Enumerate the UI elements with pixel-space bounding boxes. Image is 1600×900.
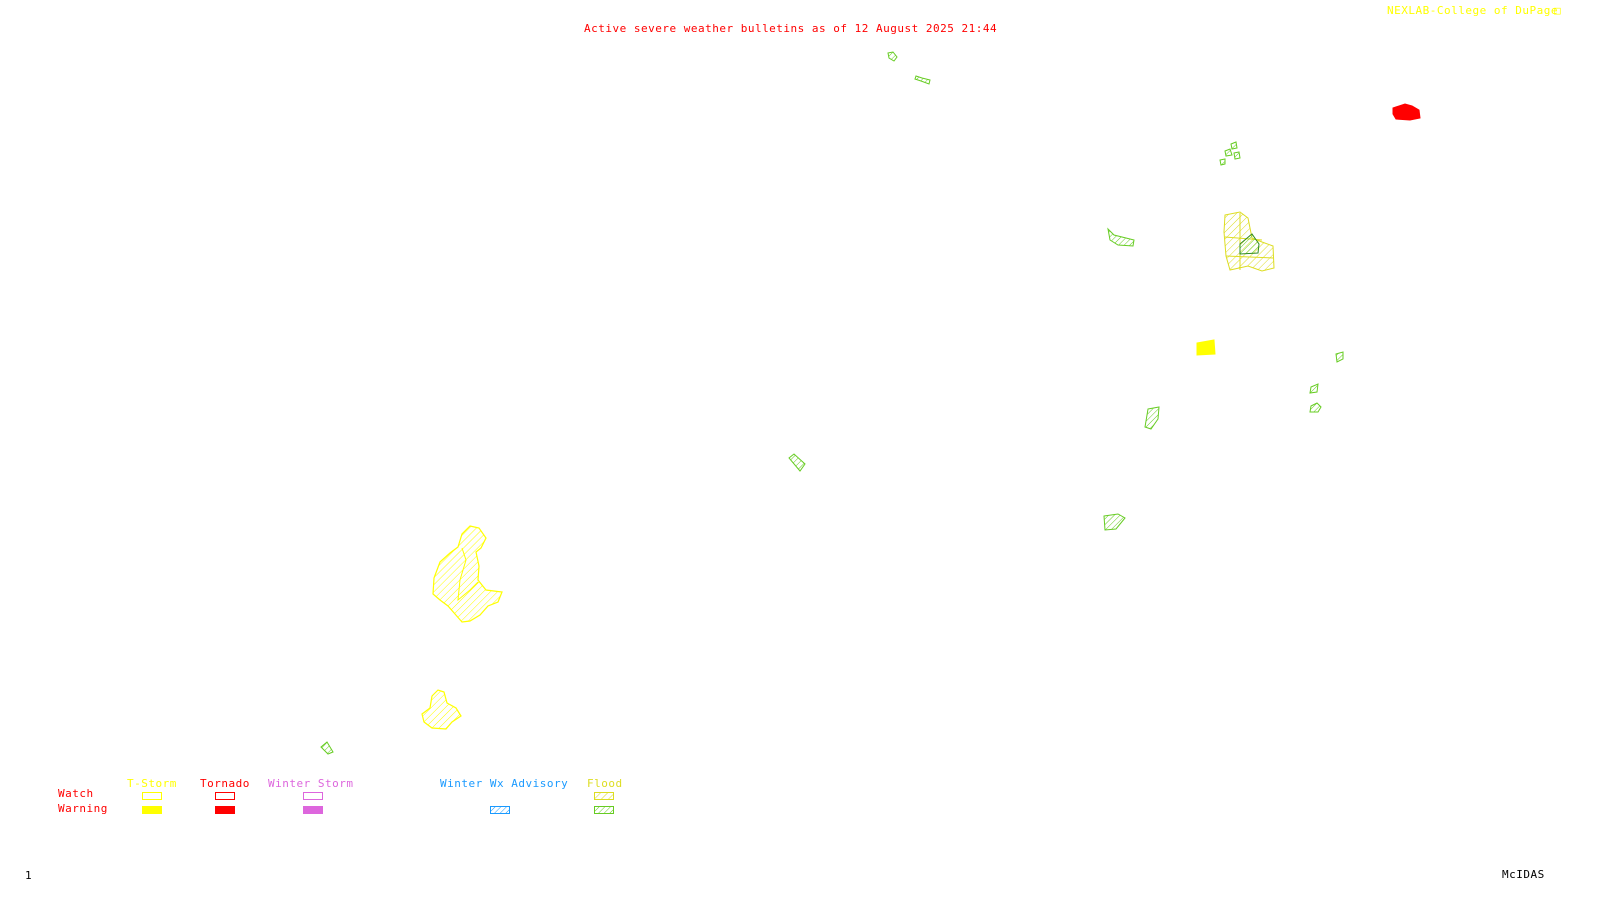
legend-row-warning: Warning [58, 802, 108, 815]
credit-label: NEXLAB-College of DuPage [1387, 4, 1558, 17]
tstorm-warning-area [1196, 339, 1216, 356]
flood-warning-area [1309, 402, 1322, 413]
legend-flood-watch-swatch [594, 792, 614, 800]
legend-tstorm-warning-swatch [142, 806, 162, 814]
flood-warning-area [788, 453, 806, 472]
legend-header-flood: Flood [587, 777, 623, 790]
flood-warning-area [1335, 351, 1344, 363]
flood-warning-area [887, 51, 898, 62]
flood-warning-area [914, 75, 931, 85]
flood-warning-area [1144, 406, 1160, 430]
legend-winter-advisory-swatch [490, 806, 510, 814]
legend-winter-storm-watch-swatch [303, 792, 323, 800]
flood-warning-area [1309, 383, 1319, 394]
legend-tstorm-watch-swatch [142, 792, 162, 800]
legend-row-watch: Watch [58, 787, 94, 800]
legend-header-winter-advisory: Winter Wx Advisory [440, 777, 569, 790]
flood-warning-area [1103, 513, 1126, 531]
legend-header-tornado: Tornado [200, 777, 250, 790]
credit-logo-icon: □ [1554, 4, 1561, 17]
frame-number: 1 [25, 869, 33, 882]
legend-header-winter-storm: Winter Storm [268, 777, 354, 790]
flood-warning-area [1219, 141, 1241, 166]
tstorm-watch-area [421, 689, 462, 730]
legend-tornado-warning-swatch [215, 806, 235, 814]
flood-warning-area [320, 741, 334, 755]
flood-warning-area [1239, 233, 1260, 255]
legend-header-tstorm: T-Storm [127, 777, 177, 790]
legend-flood-warning-swatch [594, 806, 614, 814]
map-title: Active severe weather bulletins as of 12… [584, 22, 998, 35]
tstorm-watch-area [432, 525, 503, 623]
software-label: McIDAS [1502, 868, 1545, 881]
tornado-warning-area [1392, 103, 1421, 121]
legend-winter-storm-warning-swatch [303, 806, 323, 814]
flood-warning-area [1107, 227, 1135, 247]
legend-tornado-watch-swatch [215, 792, 235, 800]
